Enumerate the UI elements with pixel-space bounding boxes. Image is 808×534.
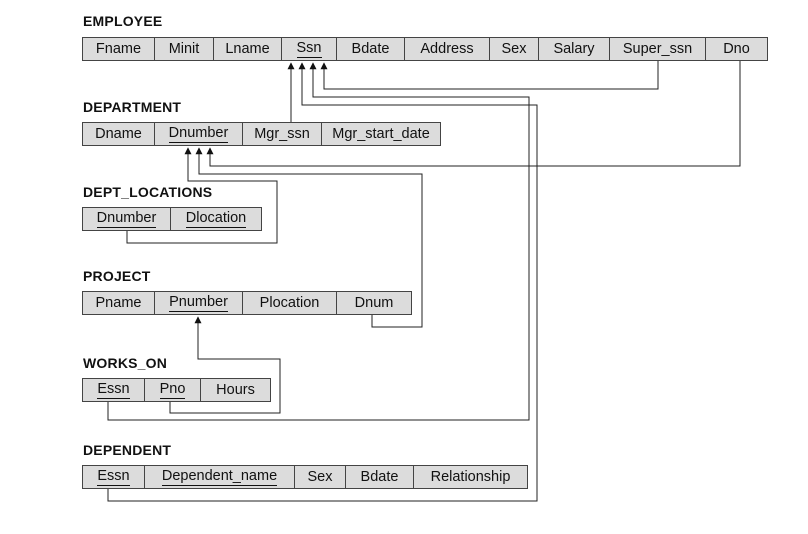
- relation-title-project: PROJECT: [83, 268, 151, 284]
- attr-project-pname: Pname: [83, 292, 155, 314]
- attr-department-dname: Dname: [83, 123, 155, 145]
- attr-works-on-pno: Pno: [145, 379, 201, 401]
- attr-employee-super-ssn: Super_ssn: [610, 38, 706, 60]
- relation-project: Pname Pnumber Plocation Dnum: [82, 291, 412, 315]
- attr-dept-locations-dnumber: Dnumber: [83, 208, 171, 230]
- attr-employee-bdate: Bdate: [337, 38, 405, 60]
- attr-project-plocation: Plocation: [243, 292, 337, 314]
- relation-title-works-on: WORKS_ON: [83, 355, 168, 371]
- attr-employee-ssn: Ssn: [282, 38, 337, 60]
- attr-employee-sex: Sex: [490, 38, 539, 60]
- attr-dept-locations-dlocation: Dlocation: [185, 210, 247, 228]
- attr-dependent-relationship: Relationship: [430, 469, 511, 485]
- corner-mark: [780, 530, 808, 534]
- attr-works-on-essn: Essn: [83, 379, 145, 401]
- fk-line-pno: [169, 316, 281, 414]
- relation-title-dept-locations: DEPT_LOCATIONS: [83, 184, 213, 200]
- fk-line-works-on-essn: [107, 62, 530, 421]
- relation-title-department: DEPARTMENT: [83, 99, 182, 115]
- attr-project-dnum: Dnum: [354, 295, 394, 311]
- attr-department-mgr-start-date: Mgr_start_date: [332, 126, 430, 142]
- attr-department-dnumber: Dnumber: [155, 123, 243, 145]
- attr-dependent-bdate: Bdate: [346, 466, 414, 488]
- fk-line-super-ssn: [320, 61, 659, 90]
- attr-employee-lname: Lname: [214, 38, 282, 60]
- fk-line-dependent-essn: [107, 62, 538, 502]
- attr-dependent-essn: Essn: [83, 466, 145, 488]
- relation-employee: Fname Minit Lname Ssn Bdate Address Sex …: [82, 37, 768, 61]
- attr-works-on-hours: Hours: [216, 382, 255, 398]
- relation-department: Dname Dnumber Mgr_ssn Mgr_start_date: [82, 122, 441, 146]
- attr-dependent-dependent-name: Dependent_name: [145, 466, 295, 488]
- attr-department-mgr-ssn: Mgr_ssn: [243, 123, 322, 145]
- attr-employee-fname: Fname: [83, 38, 155, 60]
- attr-dependent-sex: Sex: [295, 466, 346, 488]
- relation-dept-locations: Dnumber Dlocation: [82, 207, 262, 231]
- attr-employee-dno: Dno: [723, 41, 750, 57]
- attr-employee-address: Address: [405, 38, 490, 60]
- attr-employee-salary: Salary: [539, 38, 610, 60]
- attr-project-pnumber: Pnumber: [155, 292, 243, 314]
- relation-title-employee: EMPLOYEE: [83, 13, 163, 29]
- relation-title-dependent: DEPENDENT: [83, 442, 172, 458]
- relation-dependent: Essn Dependent_name Sex Bdate Relationsh…: [82, 465, 528, 489]
- fk-line-dno: [206, 61, 741, 167]
- fk-line-dept-locations: [126, 147, 278, 244]
- relation-works-on: Essn Pno Hours: [82, 378, 271, 402]
- fk-line-dnum: [195, 147, 423, 328]
- attr-employee-minit: Minit: [155, 38, 214, 60]
